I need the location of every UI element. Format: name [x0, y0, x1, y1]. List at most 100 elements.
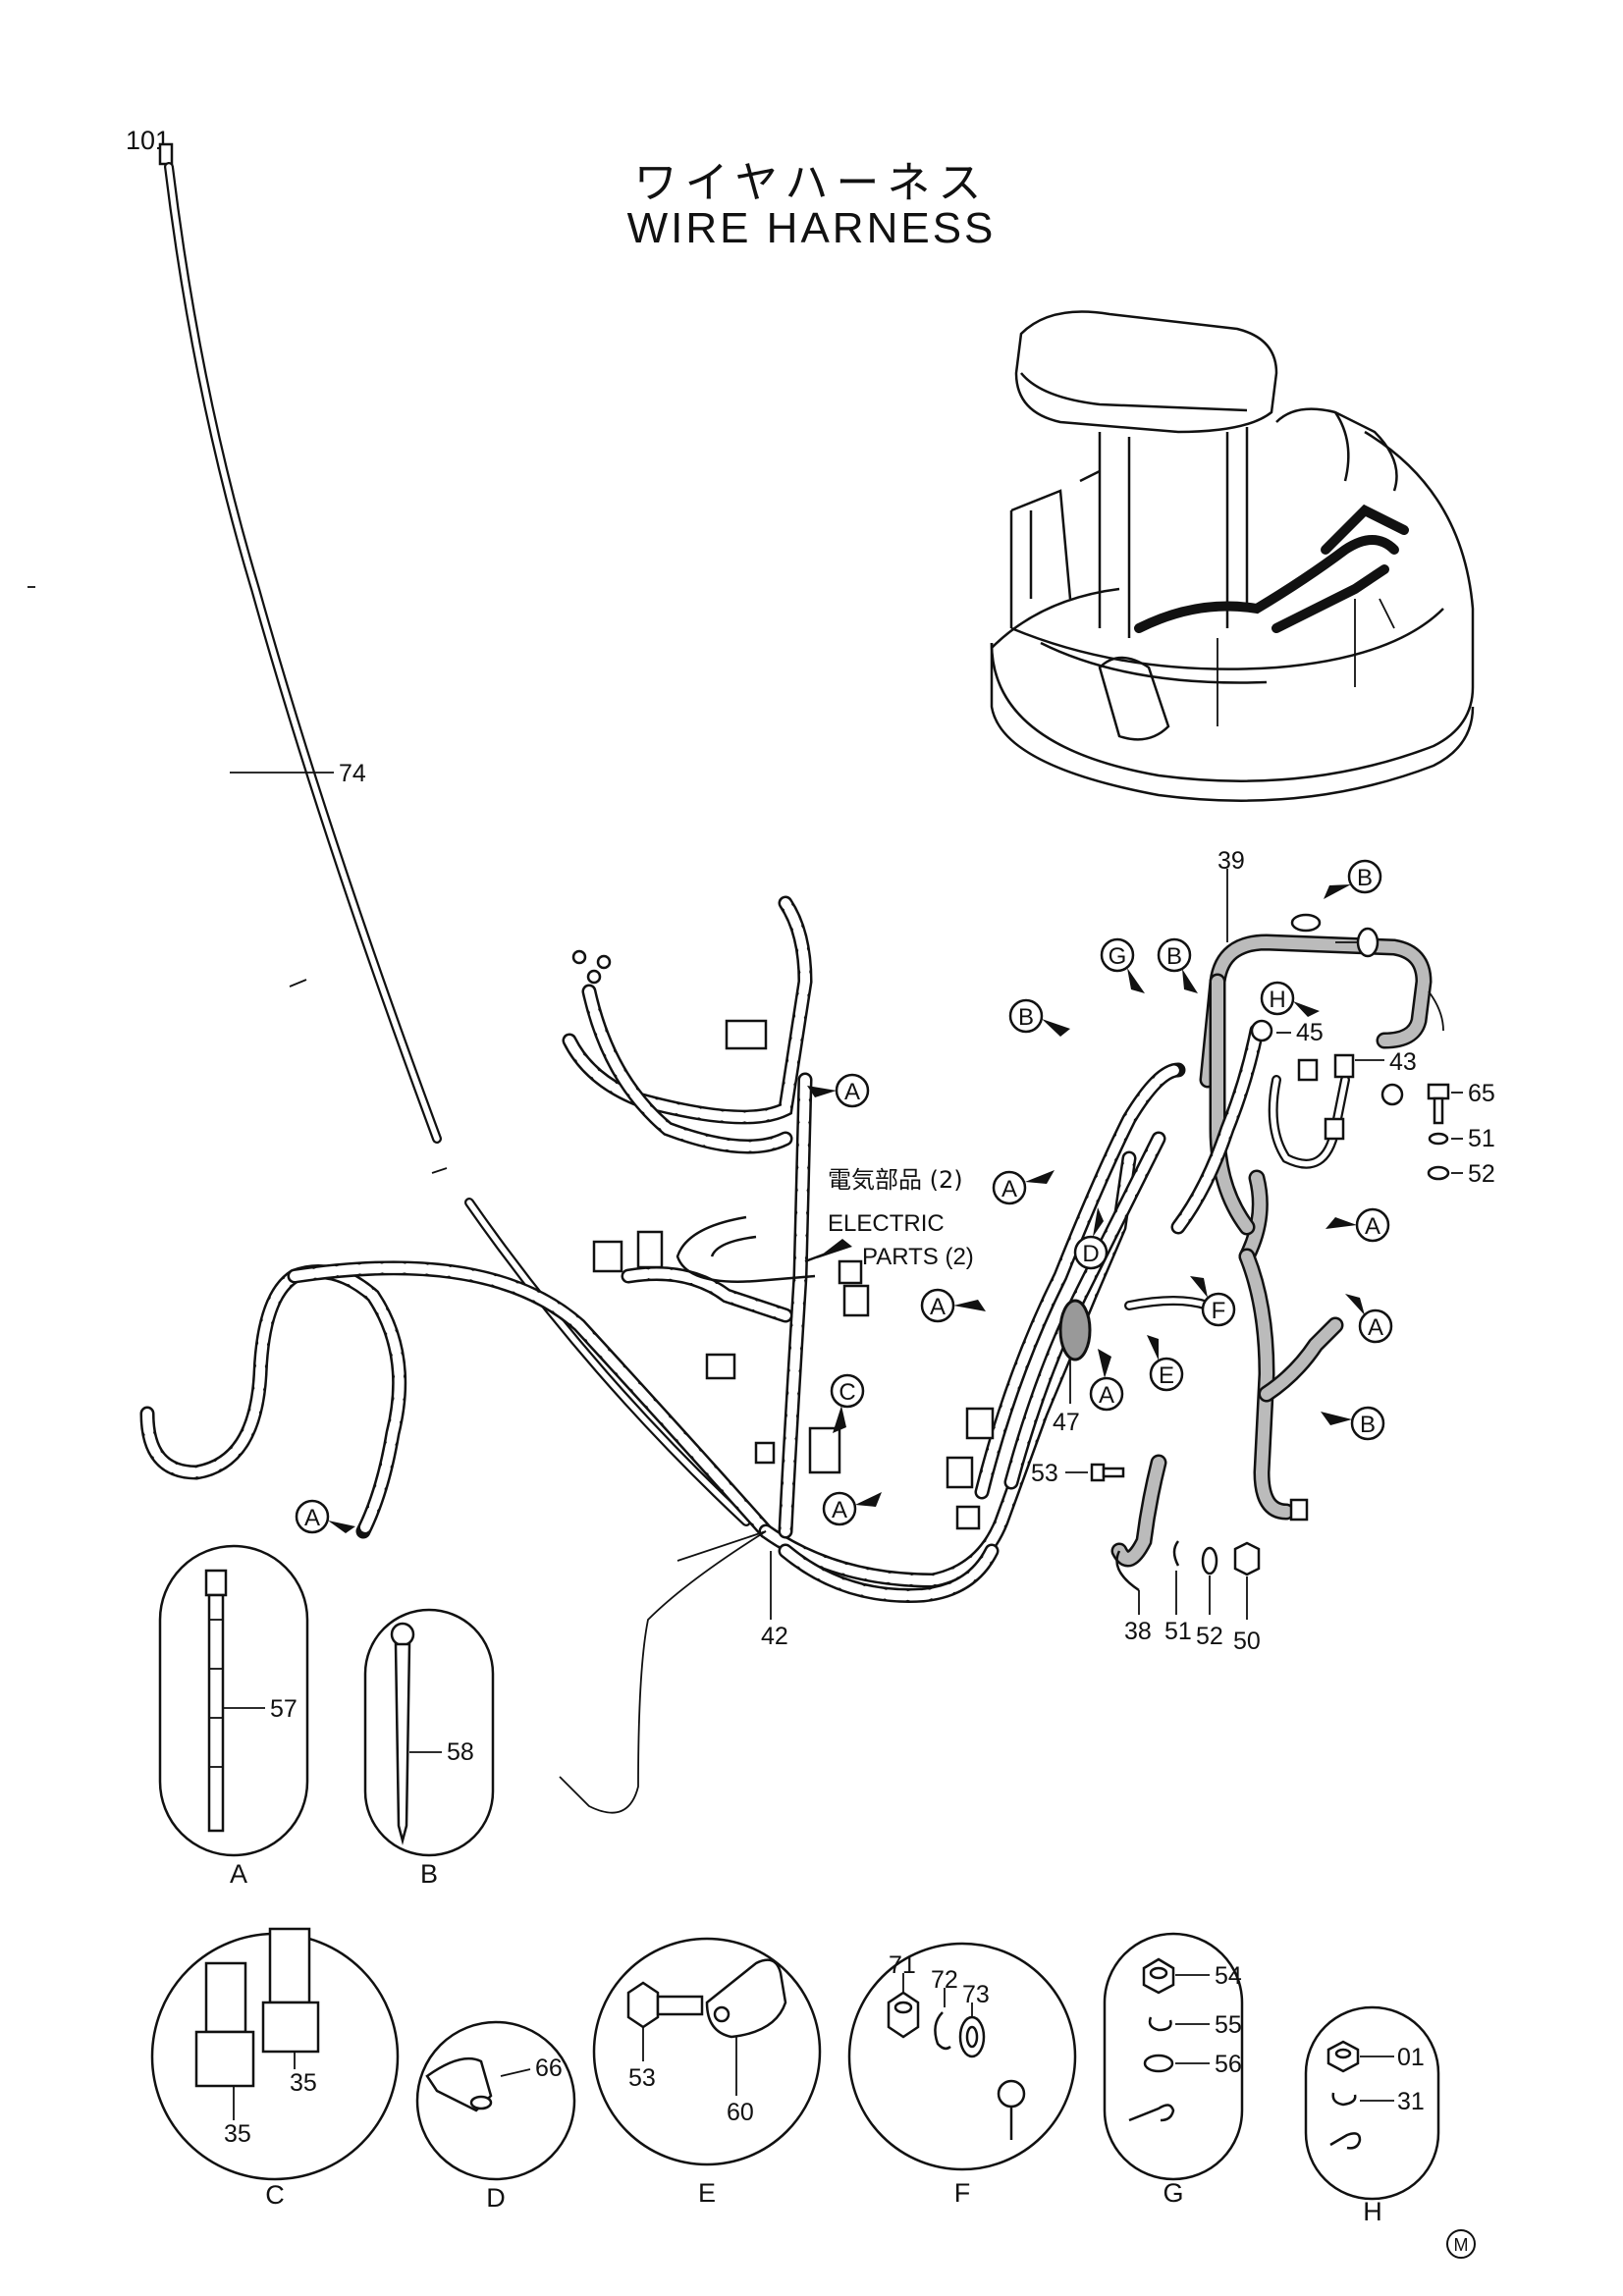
- detail-caption-G: G: [1163, 2178, 1183, 2208]
- ref-B-2: B: [1157, 937, 1198, 993]
- circled-m-mark: M: [1446, 2229, 1476, 2259]
- lower-right-lead: [1238, 1248, 1344, 1522]
- callout-53-detail: 53: [628, 2064, 656, 2092]
- svg-text:B: B: [1360, 1412, 1376, 1438]
- harness-43: [1268, 1053, 1404, 1169]
- callout-35-left: 35: [224, 2120, 251, 2148]
- detail-E-bolt-clamp: [592, 1937, 822, 2166]
- ref-A-6: A: [1325, 1207, 1390, 1243]
- callout-31: 31: [1397, 2088, 1425, 2115]
- callout-71: 71: [889, 1951, 916, 1979]
- clip-B-upper: [1290, 913, 1380, 958]
- callout-72: 72: [931, 1966, 958, 1994]
- cross-reference-electric-parts: 電気部品 (2) ELECTRIC PARTS (2): [804, 1166, 974, 1270]
- callout-38: 38: [1124, 1618, 1152, 1645]
- callout-42: 42: [761, 1623, 788, 1650]
- svg-text:M: M: [1454, 2235, 1469, 2255]
- grommet-47: [1058, 1299, 1092, 1404]
- ref-C: C: [830, 1373, 865, 1433]
- svg-text:C: C: [839, 1379, 855, 1406]
- ref-B-3: B: [1008, 998, 1070, 1037]
- washer-52-lower: [1201, 1546, 1218, 1615]
- svg-text:ELECTRIC: ELECTRIC: [828, 1210, 945, 1237]
- nut-50: [1233, 1541, 1261, 1620]
- callout-35-right: 35: [290, 2069, 317, 2097]
- detail-C-connectors: [150, 1927, 400, 2181]
- svg-text:A: A: [1099, 1382, 1114, 1409]
- ref-A-8: A: [295, 1499, 355, 1534]
- callout-51-upper: 51: [1468, 1125, 1495, 1152]
- svg-text:B: B: [1166, 943, 1182, 970]
- svg-text:A: A: [1368, 1314, 1383, 1341]
- harness-39: [1199, 869, 1444, 1236]
- ref-E: E: [1147, 1335, 1184, 1392]
- callout-50: 50: [1233, 1628, 1261, 1655]
- detail-H-hardware: [1304, 2005, 1440, 2201]
- svg-text:H: H: [1269, 987, 1285, 1013]
- svg-text:E: E: [1159, 1362, 1174, 1389]
- cable-74: [158, 142, 751, 1526]
- callout-58: 58: [447, 1738, 474, 1766]
- callout-57: 57: [270, 1695, 298, 1723]
- callout-52-upper: 52: [1468, 1160, 1495, 1188]
- callout-66: 66: [535, 2055, 563, 2082]
- detail-G-hardware: [1103, 1932, 1244, 2181]
- bolt-65: [1427, 1083, 1463, 1125]
- callout-65: 65: [1468, 1080, 1495, 1107]
- detail-caption-D: D: [486, 2183, 506, 2213]
- detail-caption-A: A: [230, 1859, 247, 1889]
- ref-H: H: [1260, 981, 1320, 1017]
- svg-text:A: A: [844, 1079, 860, 1105]
- svg-text:A: A: [930, 1294, 946, 1320]
- detail-B-cable-tie: [363, 1608, 495, 1857]
- svg-text:D: D: [1082, 1241, 1099, 1267]
- detail-caption-F: F: [954, 2178, 971, 2208]
- callout-56: 56: [1215, 2051, 1242, 2078]
- ref-B-1: B: [1324, 859, 1382, 899]
- detail-caption-C: C: [265, 2180, 285, 2210]
- callout-53: 53: [1031, 1460, 1058, 1487]
- washer-52-upper: [1427, 1165, 1463, 1181]
- svg-text:A: A: [832, 1497, 847, 1523]
- callout-39: 39: [1217, 847, 1245, 875]
- svg-text:G: G: [1109, 943, 1127, 970]
- ref-G: G: [1100, 937, 1145, 993]
- svg-text:F: F: [1212, 1298, 1226, 1324]
- harness-45: [1170, 1019, 1291, 1235]
- page-title-english: WIRE HARNESS: [626, 204, 997, 252]
- callout-43: 43: [1389, 1048, 1417, 1076]
- ref-A-1: A: [807, 1073, 870, 1108]
- svg-text:A: A: [304, 1505, 320, 1531]
- callout-55: 55: [1215, 2011, 1242, 2039]
- callout-74: 74: [339, 760, 366, 787]
- svg-text:B: B: [1357, 865, 1373, 891]
- svg-text:B: B: [1018, 1004, 1034, 1031]
- svg-text:電気部品 (2): 電気部品 (2): [828, 1166, 963, 1194]
- ref-B-4: B: [1321, 1406, 1385, 1441]
- svg-text:PARTS (2): PARTS (2): [862, 1244, 974, 1270]
- callout-51-lower: 51: [1164, 1618, 1192, 1645]
- ref-A-7: A: [1345, 1294, 1393, 1344]
- detail-A-cable-tie: [158, 1544, 309, 1857]
- detail-caption-E: E: [698, 2178, 716, 2208]
- main-harness-42: [139, 895, 1269, 1814]
- detail-caption-B: B: [420, 1859, 438, 1889]
- callout-45: 45: [1296, 1019, 1324, 1046]
- ref-A-3: A: [920, 1288, 986, 1323]
- callout-73: 73: [962, 1981, 990, 2008]
- machine-overview-illustration: [990, 310, 1475, 802]
- svg-text:A: A: [1365, 1213, 1380, 1240]
- ref-A-5: A: [1089, 1349, 1124, 1412]
- callout-52-lower: 52: [1196, 1623, 1223, 1650]
- ref-A-4: A: [822, 1491, 882, 1526]
- connector-cluster-upper-left: [571, 949, 816, 1283]
- callout-54: 54: [1215, 1962, 1242, 1990]
- callout-47: 47: [1053, 1409, 1080, 1436]
- detail-caption-H: H: [1363, 2197, 1382, 2226]
- svg-text:A: A: [1001, 1176, 1017, 1202]
- ref-D: D: [1073, 1207, 1109, 1270]
- ref-A-2: A: [992, 1170, 1055, 1205]
- bolt-53: [1065, 1463, 1125, 1482]
- detail-D-clamp: [415, 2020, 576, 2181]
